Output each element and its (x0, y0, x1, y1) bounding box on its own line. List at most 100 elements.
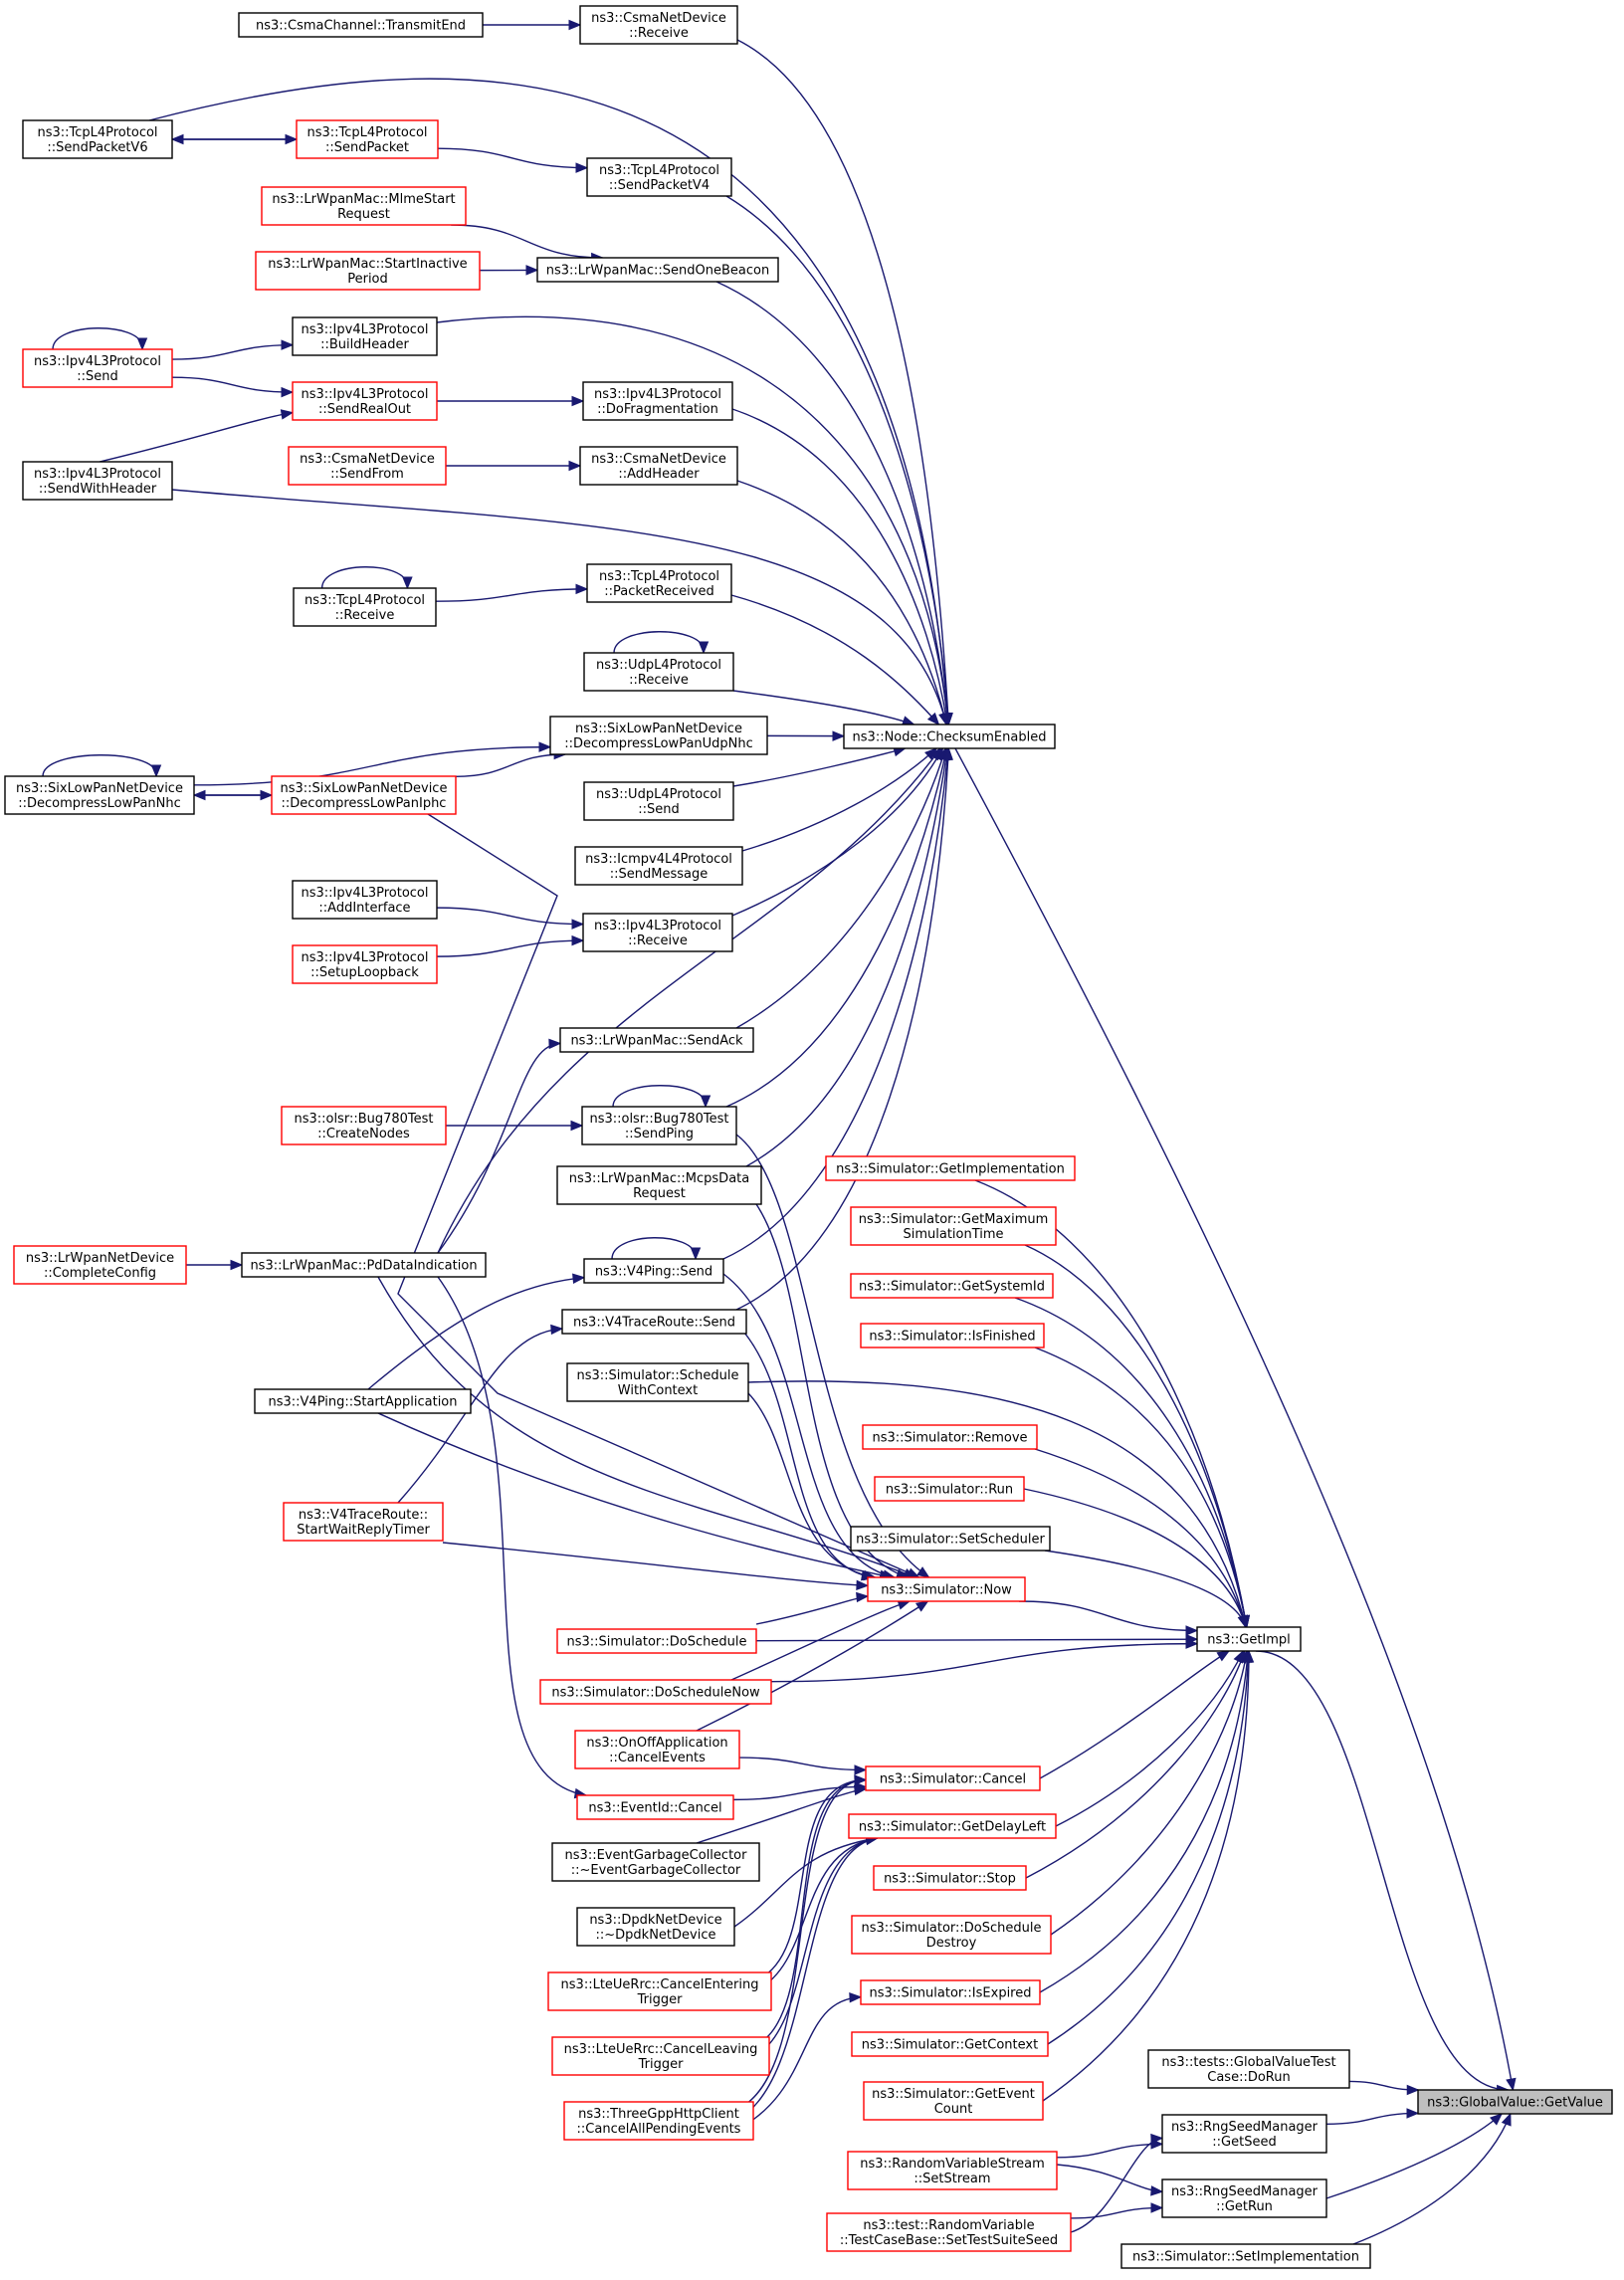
call-node-simDoSched[interactable]: ns3::Simulator::DoSchedule (556, 1628, 757, 1654)
edge-arrowhead (1406, 2084, 1420, 2096)
call-node-v4PingSend[interactable]: ns3::V4Ping::Send (583, 1258, 724, 1284)
call-node-nodeChk[interactable]: ns3::Node::ChecksumEnabled (843, 724, 1056, 749)
call-node-simIsFinished[interactable]: ns3::Simulator::IsFinished (860, 1323, 1045, 1348)
node-box (549, 716, 768, 755)
edge-arrowhead (281, 339, 295, 350)
call-node-rsmGetRun[interactable]: ns3::RngSeedManager::GetRun (1161, 2178, 1327, 2218)
call-node-simSetImpl[interactable]: ns3::Simulator::SetImplementation (1120, 2243, 1371, 2269)
call-node-v4TrSend[interactable]: ns3::V4TraceRoute::Send (561, 1309, 747, 1335)
call-node-gv[interactable]: ns3::GlobalValue::GetValue (1417, 2089, 1613, 2115)
call-node-lrDevCfg[interactable]: ns3::LrWpanNetDevice::CompleteConfig (13, 1245, 187, 1285)
call-node-simGetSysId[interactable]: ns3::Simulator::GetSystemId (850, 1273, 1054, 1299)
node-box (261, 186, 467, 226)
call-node-simSetSched[interactable]: ns3::Simulator::SetScheduler (850, 1526, 1051, 1552)
call-node-icmpSendMsg[interactable]: ns3::Icmpv4L4Protocol::SendMessage (574, 846, 743, 886)
node-label: ::CancelEvents (609, 1751, 706, 1765)
call-edge-csmaChanTx-to-csmaRecv (483, 19, 582, 31)
node-label: ns3::test::RandomVariable (863, 2218, 1034, 2233)
edge-line (1056, 2164, 1163, 2192)
edge-line (1050, 1650, 1248, 1936)
call-node-eventIdCancel[interactable]: ns3::EventId::Cancel (576, 1794, 734, 1820)
call-node-lrSendBeacon[interactable]: ns3::LrWpanMac::SendOneBeacon (536, 257, 779, 283)
node-label: ::SetStream (914, 2172, 990, 2186)
call-node-simCancel[interactable]: ns3::Simulator::Cancel (865, 1765, 1041, 1791)
call-node-csmaRecv[interactable]: ns3::CsmaNetDevice::Receive (579, 5, 738, 45)
call-node-rsmGetSeed[interactable]: ns3::RngSeedManager::GetSeed (1161, 2114, 1327, 2154)
call-node-simGetDelay[interactable]: ns3::Simulator::GetDelayLeft (848, 1813, 1057, 1839)
call-node-dpdk[interactable]: ns3::DpdkNetDevice::~DpdkNetDevice (576, 1907, 735, 1947)
call-node-ipv4Recv[interactable]: ns3::Ipv4L3Protocol::Receive (582, 913, 733, 952)
call-node-ipv4DoFrag[interactable]: ns3::Ipv4L3Protocol::DoFragmentation (582, 381, 733, 421)
call-node-tcpSendPkt[interactable]: ns3::TcpL4Protocol::SendPacket (296, 119, 439, 159)
call-node-ipv4SendWH[interactable]: ns3::Ipv4L3Protocol::SendWithHeader (22, 461, 173, 501)
call-node-tcpSendV4[interactable]: ns3::TcpL4Protocol::SendPacketV4 (586, 157, 732, 197)
node-box (255, 251, 481, 291)
call-node-simRemove[interactable]: ns3::Simulator::Remove (862, 1424, 1038, 1450)
call-node-v4PingStart[interactable]: ns3::V4Ping::StartApplication (254, 1388, 472, 1414)
call-node-simRun[interactable]: ns3::Simulator::Run (874, 1476, 1025, 1502)
call-edge-rvsSetStream-to-rsmGetSeed (1056, 2139, 1164, 2159)
node-label: ::Receive (628, 933, 688, 948)
call-node-simIsExpired[interactable]: ns3::Simulator::IsExpired (860, 1979, 1041, 2005)
call-node-olsrCreate[interactable]: ns3::olsr::Bug780Test::CreateNodes (281, 1106, 447, 1145)
call-node-tcpSendV6[interactable]: ns3::TcpL4Protocol::SendPacketV6 (22, 119, 173, 159)
call-node-csmaAddHdr[interactable]: ns3::CsmaNetDevice::AddHeader (579, 446, 738, 486)
call-node-getImpl[interactable]: ns3::GetImpl (1196, 1626, 1302, 1652)
node-label: ::Send (77, 369, 118, 384)
call-edge-simDoSchedNow-to-getImpl (770, 1638, 1199, 1683)
call-edge-ipv4SendWH-to-nodeChk (171, 489, 949, 726)
call-node-udpRecv[interactable]: ns3::UdpL4Protocol::Receive (583, 652, 734, 692)
edge-line (442, 1542, 869, 1587)
call-node-ipv4SetupLb[interactable]: ns3::Ipv4L3Protocol::SetupLoopback (292, 944, 438, 984)
call-node-simStop[interactable]: ns3::Simulator::Stop (873, 1865, 1027, 1891)
call-node-csmaChanTx[interactable]: ns3::CsmaChannel::TransmitEnd (238, 12, 484, 38)
call-node-rvsSetStream[interactable]: ns3::RandomVariableStream::SetStream (847, 2151, 1058, 2190)
node-box (574, 1730, 740, 1769)
node-box (22, 461, 173, 501)
call-node-httpCancel[interactable]: ns3::ThreeGppHttpClient::CancelAllPendin… (563, 2101, 754, 2141)
call-node-rvTestSeed[interactable]: ns3::test::RandomVariable::TestCaseBase:… (826, 2212, 1072, 2252)
edge-arrowhead (525, 265, 539, 276)
edge-line (171, 489, 947, 725)
call-node-udpSend[interactable]: ns3::UdpL4Protocol::Send (583, 781, 734, 821)
call-node-tcpPktRecv[interactable]: ns3::TcpL4Protocol::PacketReceived (586, 563, 732, 603)
node-box (586, 563, 732, 603)
call-node-egc[interactable]: ns3::EventGarbageCollector::~EventGarbag… (551, 1842, 760, 1882)
call-node-simGetContext[interactable]: ns3::Simulator::GetContext (851, 2031, 1049, 2057)
call-node-sixUdpNhc[interactable]: ns3::SixLowPanNetDevice::DecompressLowPa… (549, 716, 768, 755)
call-node-onoffCancel[interactable]: ns3::OnOffApplication::CancelEvents (574, 1730, 740, 1769)
call-node-lrPdData[interactable]: ns3::LrWpanMac::PdDataIndication (241, 1252, 487, 1278)
edge-line (755, 1778, 867, 2046)
call-node-ipv4AddIf[interactable]: ns3::Ipv4L3Protocol::AddInterface (292, 880, 438, 920)
node-label: ns3::OnOffApplication (586, 1736, 727, 1751)
call-node-csmaSendFrom[interactable]: ns3::CsmaNetDevice::SendFrom (288, 446, 447, 486)
call-node-ipv4SendReal[interactable]: ns3::Ipv4L3Protocol::SendRealOut (292, 381, 438, 421)
call-edge-rvTestSeed-to-rsmGetRun (1070, 2202, 1164, 2219)
edge-arrowhead (1243, 1649, 1255, 1663)
node-box (293, 587, 437, 627)
call-node-v4TrStartWait[interactable]: ns3::V4TraceRoute::StartWaitReplyTimer (283, 1502, 444, 1542)
call-node-simDoSchedNow[interactable]: ns3::Simulator::DoScheduleNow (539, 1679, 772, 1705)
call-edge-tcpPktRecv-to-nodeChk (730, 594, 940, 725)
call-node-lrSendAck[interactable]: ns3::LrWpanMac::SendAck (559, 1027, 754, 1053)
call-node-simNow[interactable]: ns3::Simulator::Now (867, 1576, 1026, 1602)
call-node-sixNhc[interactable]: ns3::SixLowPanNetDevice::DecompressLowPa… (4, 775, 195, 815)
node-box (551, 1842, 760, 1882)
call-node-ipv4BuildHdr[interactable]: ns3::Ipv4L3Protocol::BuildHeader (292, 316, 438, 356)
call-node-tcpRecv[interactable]: ns3::TcpL4Protocol::Receive (293, 587, 437, 627)
call-node-ipv4Send[interactable]: ns3::Ipv4L3Protocol::Send (22, 348, 173, 388)
node-label: ns3::Simulator::DoSchedule (566, 1635, 746, 1650)
call-node-simGetImpl[interactable]: ns3::Simulator::GetImplementation (825, 1155, 1076, 1181)
call-node-olsrPing[interactable]: ns3::olsr::Bug780Test::SendPing (581, 1106, 737, 1145)
call-node-sixIphc[interactable]: ns3::SixLowPanNetDevice::DecompressLowPa… (271, 775, 457, 815)
